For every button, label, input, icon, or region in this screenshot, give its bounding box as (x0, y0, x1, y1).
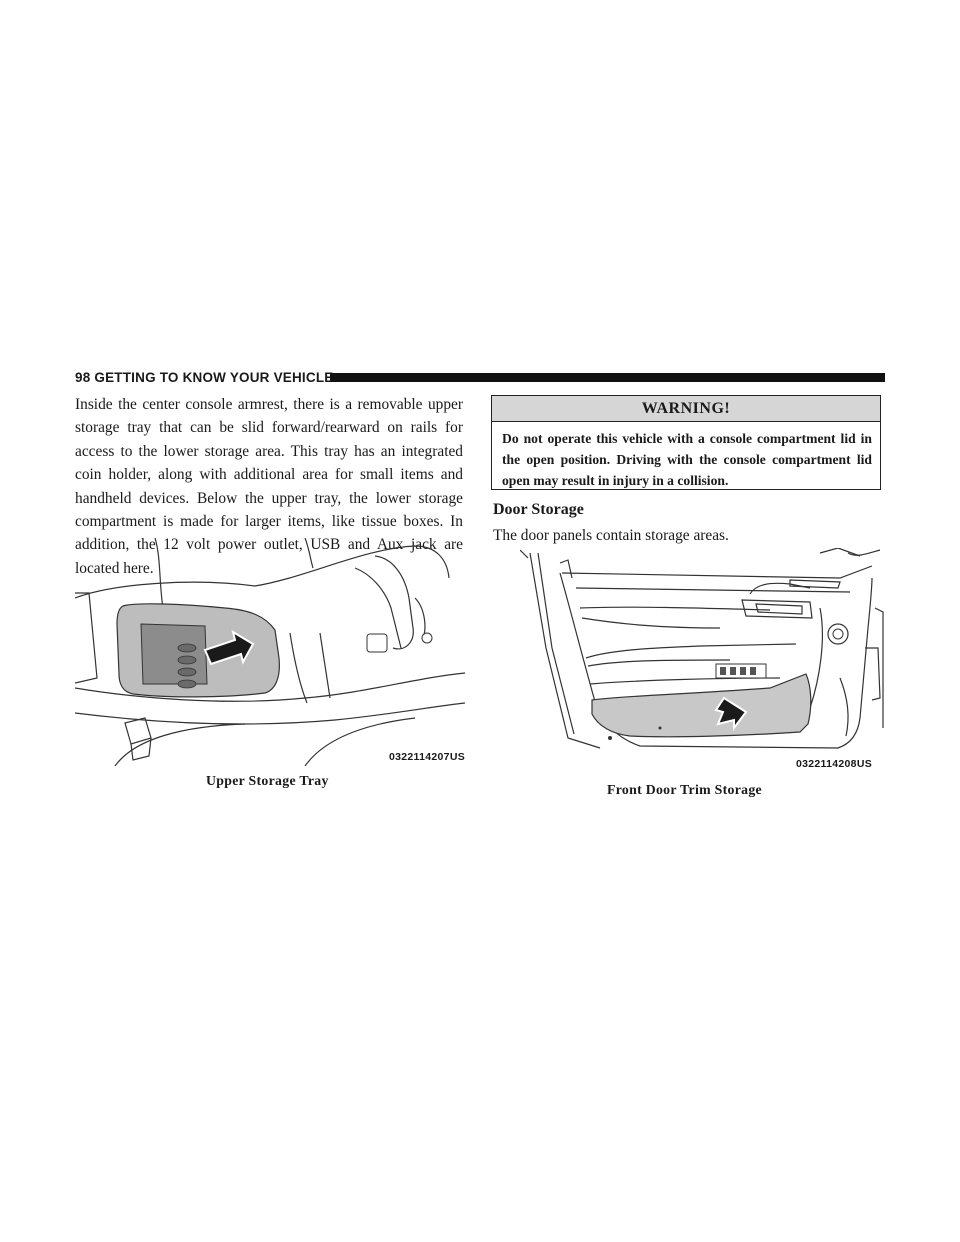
door-trim-illustration (520, 548, 884, 749)
page-header: 98 GETTING TO KNOW YOUR VEHICLE (75, 368, 885, 388)
door-pocket-shading (591, 673, 812, 738)
left-column: Inside the center console armrest, there… (75, 393, 463, 580)
figure-code: 0322114208US (796, 758, 873, 770)
door-storage-text: The door panels contain storage areas. (493, 527, 729, 544)
figure-code: 0322114207US (389, 751, 466, 763)
warning-text: Do not operate this vehicle with a conso… (502, 431, 872, 488)
upper-storage-tray-illustration (75, 538, 465, 766)
warning-title: WARNING! (492, 396, 880, 422)
arrow-icon (714, 696, 748, 731)
door-trim-figure: 0322114208US (520, 548, 885, 773)
figure-caption: Front Door Trim Storage (607, 782, 762, 797)
arrow-icon (203, 629, 255, 666)
figure-caption: Upper Storage Tray (206, 773, 329, 788)
warning-box: WARNING! Do not operate this vehicle wit… (491, 395, 881, 490)
page-header-text: 98 GETTING TO KNOW YOUR VEHICLE (75, 370, 334, 385)
door-storage-heading: Door Storage (493, 501, 584, 518)
upper-storage-tray-figure: 0322114207US (75, 538, 465, 766)
console-description-paragraph: Inside the center console armrest, there… (75, 396, 463, 577)
header-rule (330, 373, 885, 382)
